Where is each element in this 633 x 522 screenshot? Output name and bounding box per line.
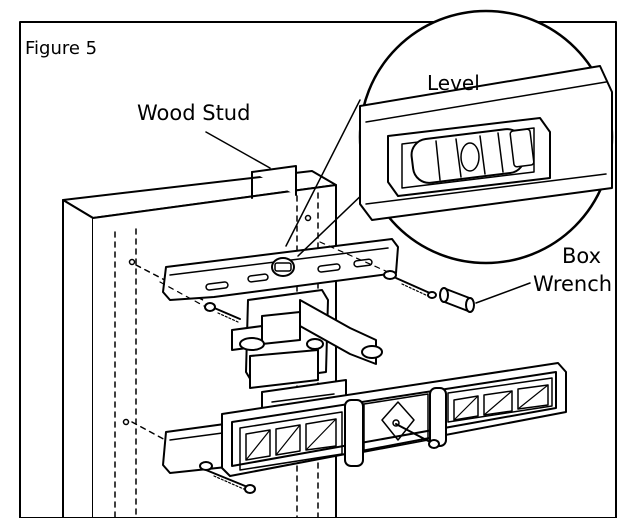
- pilot-hole: [304, 214, 312, 222]
- pilot-hole: [122, 418, 130, 426]
- wood-stud-label: Wood Stud: [137, 101, 251, 125]
- box-wrench-label-line1: Box: [562, 244, 602, 268]
- lag-bolts: [159, 241, 440, 494]
- pilot-hole: [128, 258, 136, 266]
- stud-leader: [205, 131, 271, 169]
- level-label: Level: [427, 71, 480, 95]
- tv-mounting-rail: [221, 362, 567, 477]
- box-wrench: [439, 282, 531, 313]
- upper-wall-plate: [162, 238, 399, 301]
- box-wrench-label-line2: Wrench: [533, 272, 613, 296]
- level-zoom-callout: [285, 9, 614, 265]
- figure-label: Figure 5: [25, 38, 98, 59]
